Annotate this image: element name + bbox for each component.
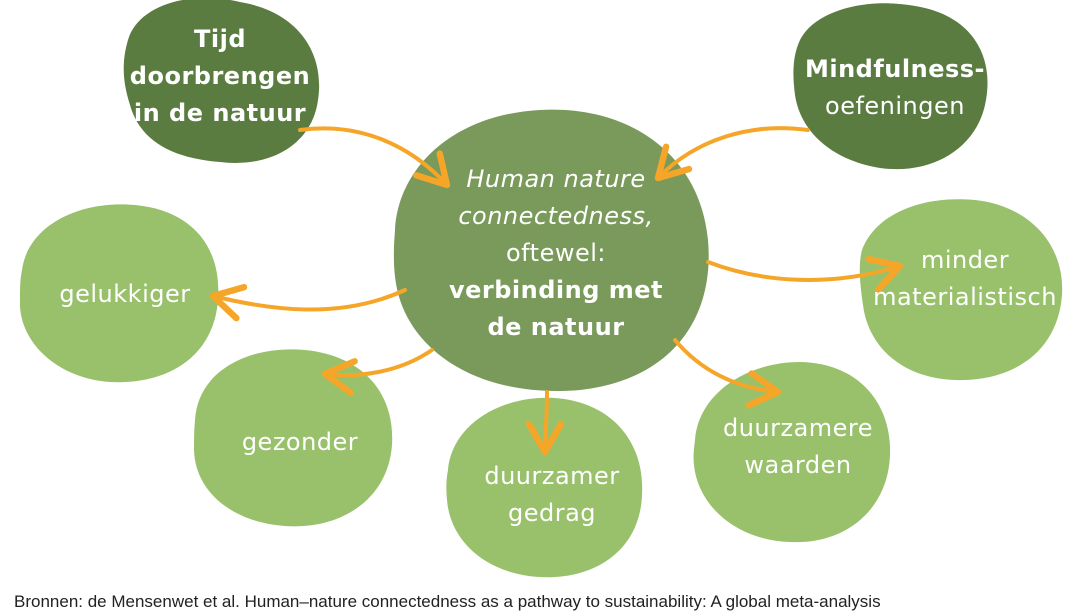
input-node-mindfulness: Mindfulness- oefeningen	[800, 50, 990, 126]
input-blob-mindfulness	[793, 3, 988, 170]
arrow-time-to-center	[298, 126, 451, 189]
arrow-center-to-duurzamer-gedrag	[525, 390, 565, 456]
center-line4: verbinding met	[448, 275, 664, 304]
center-blob	[393, 109, 709, 392]
center-line5: de natuur	[487, 312, 625, 341]
center-line2: connectedness,	[458, 201, 654, 230]
outcome-blob-duurzamere-waarden	[693, 362, 891, 543]
input-node-time-in-nature: Tijd doorbrengen in de natuur	[130, 18, 310, 134]
input-node-time-line1: Tijd	[194, 24, 247, 53]
arrow-center-to-minder-materialistisch	[706, 255, 904, 293]
arrow-center-to-gezonder	[321, 348, 434, 397]
input-node-time-line2: doorbrengen	[129, 61, 311, 90]
outcome-blob-minder-materialistisch	[859, 199, 1063, 381]
center-line1: Human nature	[466, 164, 646, 193]
outcome-node-minder-materialistisch: minder materialistisch	[862, 240, 1068, 318]
arrow-center-to-duurzamere-waarden	[673, 338, 782, 409]
input-node-mindfulness-line1: Mindfulness-	[804, 55, 986, 83]
outcome-label-minder-line2: materialistisch	[873, 283, 1057, 311]
arrow-center-to-gelukkiger	[209, 283, 407, 322]
outcome-label-duurzamer-line1: duurzamer	[484, 462, 620, 490]
arrow-mindfulness-to-center	[654, 126, 810, 182]
outcome-label-waarden-line2: waarden	[744, 451, 852, 479]
outcome-node-gelukkiger: gelukkiger	[30, 272, 220, 316]
outcome-label-minder-line1: minder	[920, 246, 1010, 274]
input-node-time-line3: in de natuur	[133, 98, 307, 127]
outcome-blob-duurzamer-gedrag	[446, 397, 643, 578]
outcome-node-duurzamer-gedrag: duurzamer gedrag	[452, 456, 652, 534]
outcome-label-waarden-line1: duurzamere	[722, 414, 874, 442]
center-node: Human nature connectedness, oftewel: ver…	[420, 160, 692, 346]
outcome-node-gezonder: gezonder	[205, 420, 395, 464]
outcome-label-duurzamer-line2: gedrag	[507, 499, 597, 527]
outcome-blob-gelukkiger	[19, 204, 219, 383]
outcome-label-gezonder: gezonder	[241, 427, 359, 456]
source-caption: Bronnen: de Mensenwet et al. Human–natur…	[14, 592, 881, 611]
outcome-node-duurzamere-waarden: duurzamere waarden	[698, 408, 898, 486]
center-line3: oftewel:	[505, 238, 607, 267]
input-node-mindfulness-line2: oefeningen	[825, 92, 965, 120]
outcome-label-gelukkiger: gelukkiger	[59, 279, 191, 308]
input-blob-time-in-nature	[123, 0, 320, 163]
